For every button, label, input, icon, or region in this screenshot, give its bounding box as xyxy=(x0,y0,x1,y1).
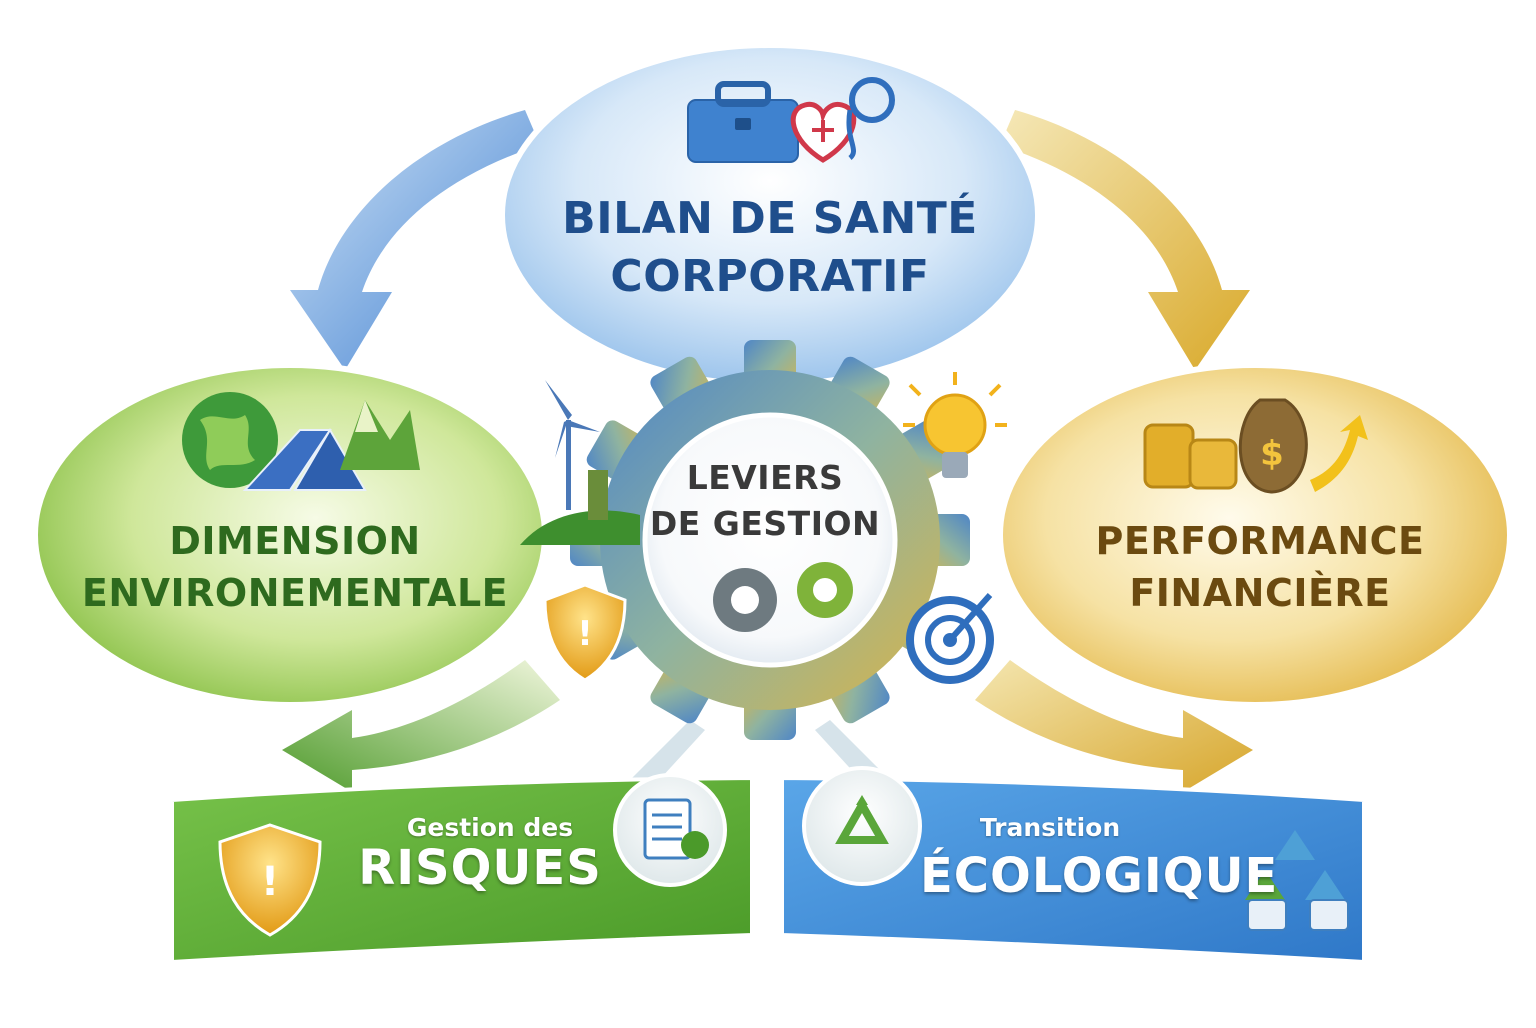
arrow-top-to-left xyxy=(290,110,540,370)
connector-left xyxy=(630,720,705,790)
target-icon xyxy=(906,593,994,684)
banner-left-subtitle: Gestion des xyxy=(406,813,574,842)
top-node-line1: BILAN DE SANTÉ xyxy=(562,193,978,244)
arrow-bottom-to-right xyxy=(975,660,1253,792)
right-node-line2: FINANCIÈRE xyxy=(1129,571,1391,615)
svg-text:$: $ xyxy=(1260,434,1284,474)
banner-right-shape xyxy=(780,775,1366,965)
arrow-top-to-right xyxy=(1000,110,1250,370)
gears-icon xyxy=(713,562,853,632)
banner-shield-icon: ! xyxy=(218,823,322,937)
left-node-line2: ENVIRONEMENTALE xyxy=(81,571,509,615)
right-node-title: PERFORMANCE FINANCIÈRE xyxy=(1020,515,1500,619)
coin-stack-icon xyxy=(1143,423,1238,490)
leaf-cycle-icon xyxy=(1245,830,1349,931)
heart-icon xyxy=(790,101,857,163)
svg-text:!: ! xyxy=(261,859,279,905)
growth-arrow-icon xyxy=(1310,415,1368,492)
left-node-line1: DIMENSION xyxy=(169,519,421,563)
left-node-title: DIMENSION ENVIRONEMENTALE xyxy=(60,515,530,619)
svg-text:!: ! xyxy=(577,614,593,654)
center-node-line2: DE GESTION xyxy=(649,504,881,543)
money-bag-icon: $ xyxy=(1238,398,1308,494)
banner-left-title: RISQUES xyxy=(358,840,602,896)
globe-icon xyxy=(182,392,278,488)
stethoscope-icon xyxy=(846,77,895,160)
solar-panel-icon xyxy=(242,428,367,491)
mountain-icon xyxy=(340,400,420,470)
lightbulb-icon xyxy=(903,372,1007,478)
banner-right-title: ÉCOLOGIQUE xyxy=(920,848,1279,904)
shield-warning-icon: ! xyxy=(543,583,627,682)
checklist-icon xyxy=(613,773,727,887)
banner-left-shape xyxy=(170,775,754,965)
right-node-circle xyxy=(997,362,1513,708)
center-node-title: LEVIERS DE GESTION xyxy=(640,455,890,547)
recycle-icon xyxy=(802,766,922,886)
arrow-bottom-to-left xyxy=(282,660,560,792)
top-node-title: BILAN DE SANTÉ CORPORATIF xyxy=(520,190,1020,306)
right-node-line1: PERFORMANCE xyxy=(1095,519,1425,563)
wind-turbine-icon xyxy=(520,380,640,545)
top-node-line2: CORPORATIF xyxy=(610,251,930,302)
gear-frame xyxy=(570,340,970,740)
banner-right-subtitle: Transition xyxy=(979,813,1121,842)
center-node-line1: LEVIERS xyxy=(686,458,844,497)
